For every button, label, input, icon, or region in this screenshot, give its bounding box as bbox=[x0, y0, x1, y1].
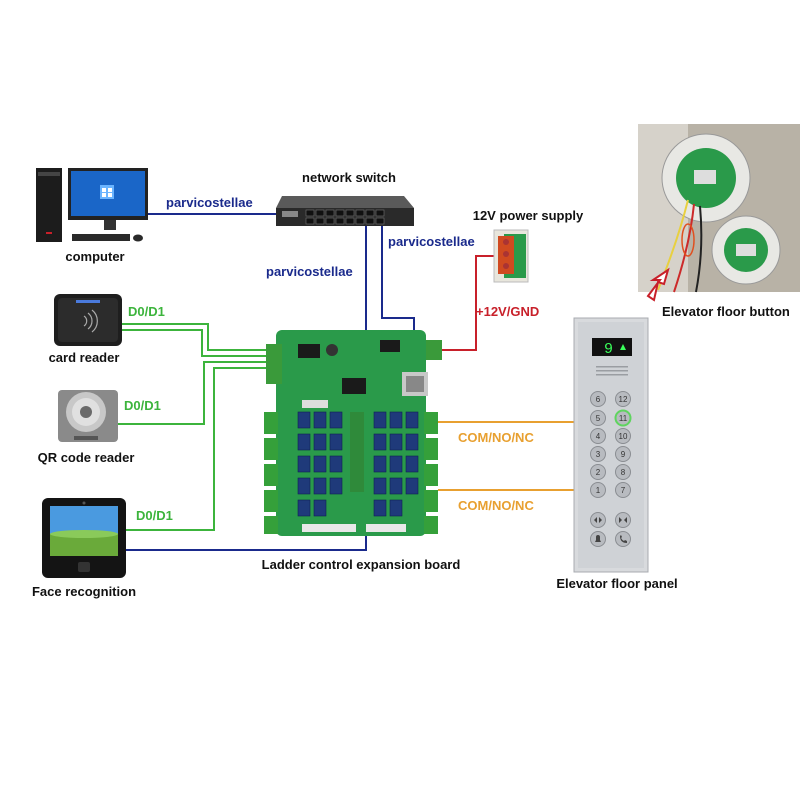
wire-card-2 bbox=[122, 329, 266, 357]
link-labels: parvicostellae parvicostellae parvicoste… bbox=[124, 195, 539, 523]
wire-power bbox=[440, 255, 506, 351]
svg-text:1: 1 bbox=[596, 486, 601, 495]
floor-button[interactable]: 7 bbox=[615, 482, 631, 498]
label-card-reader: card reader bbox=[49, 350, 120, 365]
wire-card bbox=[122, 323, 266, 351]
svg-text:12: 12 bbox=[619, 395, 628, 404]
elevator-floor-panel: 9 6 5 4 3 bbox=[573, 317, 649, 573]
board-power-terminal bbox=[426, 340, 442, 360]
floor-buttons: 6 5 4 3 2 1 12 bbox=[590, 391, 632, 547]
link-qr: D0/D1 bbox=[124, 398, 161, 413]
link-relay-bottom: COM/NO/NC bbox=[458, 498, 534, 513]
computer-device bbox=[36, 168, 148, 242]
door-close-icon bbox=[619, 517, 627, 523]
bell-icon bbox=[595, 535, 601, 542]
svg-text:11: 11 bbox=[619, 414, 628, 423]
qr-reader-device bbox=[58, 390, 118, 442]
up-arrow-icon bbox=[620, 344, 626, 350]
label-floor-panel: Elevator floor panel bbox=[556, 576, 677, 591]
floor-button[interactable]: 9 bbox=[615, 446, 631, 462]
network-switch-device bbox=[276, 196, 414, 226]
floor-button[interactable]: 3 bbox=[590, 446, 606, 462]
svg-text:9: 9 bbox=[621, 450, 626, 459]
label-network-switch: network switch bbox=[302, 170, 396, 185]
board-input-terminal bbox=[266, 344, 282, 384]
floor-button[interactable]: 1 bbox=[590, 482, 606, 498]
floor-button[interactable]: 6 bbox=[590, 391, 606, 407]
door-close-button[interactable] bbox=[615, 512, 631, 528]
floor-button[interactable]: 11 bbox=[614, 409, 632, 427]
floor-button[interactable]: 2 bbox=[590, 464, 606, 480]
wires bbox=[118, 213, 578, 551]
label-floor-button: Elevator floor button bbox=[662, 304, 790, 319]
expansion-board bbox=[264, 330, 442, 536]
svg-text:7: 7 bbox=[621, 486, 626, 495]
door-open-icon bbox=[594, 517, 602, 523]
link-switch-board-alt: parvicostellae bbox=[388, 234, 475, 249]
phone-icon bbox=[620, 535, 627, 543]
floor-button[interactable]: 8 bbox=[615, 464, 631, 480]
link-relay-top: COM/NO/NC bbox=[458, 430, 534, 445]
svg-text:8: 8 bbox=[621, 468, 626, 477]
floor-button[interactable]: 12 bbox=[615, 391, 631, 407]
label-board: Ladder control expansion board bbox=[262, 557, 461, 572]
relay-terminals bbox=[264, 412, 438, 534]
arrow-up-right-icon bbox=[646, 267, 670, 302]
relay-blocks bbox=[297, 411, 419, 517]
elevator-floor-button-photo bbox=[638, 124, 800, 293]
floor-button[interactable]: 4 bbox=[590, 428, 606, 444]
computer-tower bbox=[36, 168, 62, 242]
svg-text:4: 4 bbox=[596, 432, 601, 441]
link-power: +12V/GND bbox=[476, 304, 539, 319]
wire-qr bbox=[118, 361, 266, 425]
alarm-button[interactable] bbox=[590, 531, 606, 547]
door-open-button[interactable] bbox=[590, 512, 606, 528]
link-card: D0/D1 bbox=[128, 304, 165, 319]
intercom-button[interactable] bbox=[615, 531, 631, 547]
svg-text:6: 6 bbox=[596, 395, 601, 404]
computer-keyboard bbox=[72, 234, 130, 241]
wire-face-board-blue bbox=[125, 540, 367, 551]
svg-text:2: 2 bbox=[596, 468, 601, 477]
link-computer-switch: parvicostellae bbox=[166, 195, 253, 210]
svg-text:5: 5 bbox=[596, 414, 601, 423]
power-supply-device bbox=[493, 229, 529, 283]
switch-ports bbox=[305, 209, 385, 225]
svg-text:10: 10 bbox=[619, 432, 628, 441]
floor-display bbox=[592, 338, 632, 356]
wire-face bbox=[125, 367, 266, 531]
device-labels: computer network switch 12V power supply… bbox=[32, 170, 790, 599]
label-qr-reader: QR code reader bbox=[38, 450, 135, 465]
rfid-icon bbox=[83, 309, 98, 333]
face-recognition-device bbox=[42, 498, 126, 578]
link-face: D0/D1 bbox=[136, 508, 173, 523]
svg-text:3: 3 bbox=[596, 450, 601, 459]
floor-display-value: 9 bbox=[604, 341, 613, 358]
label-computer: computer bbox=[65, 249, 124, 264]
floor-button[interactable]: 5 bbox=[590, 410, 606, 426]
floor-button[interactable]: 10 bbox=[615, 428, 631, 444]
link-switch-board: parvicostellae bbox=[266, 264, 353, 279]
label-power-supply: 12V power supply bbox=[473, 208, 584, 223]
speaker-grille bbox=[596, 366, 628, 376]
card-reader-device bbox=[54, 294, 122, 346]
label-face-recognition: Face recognition bbox=[32, 584, 136, 599]
